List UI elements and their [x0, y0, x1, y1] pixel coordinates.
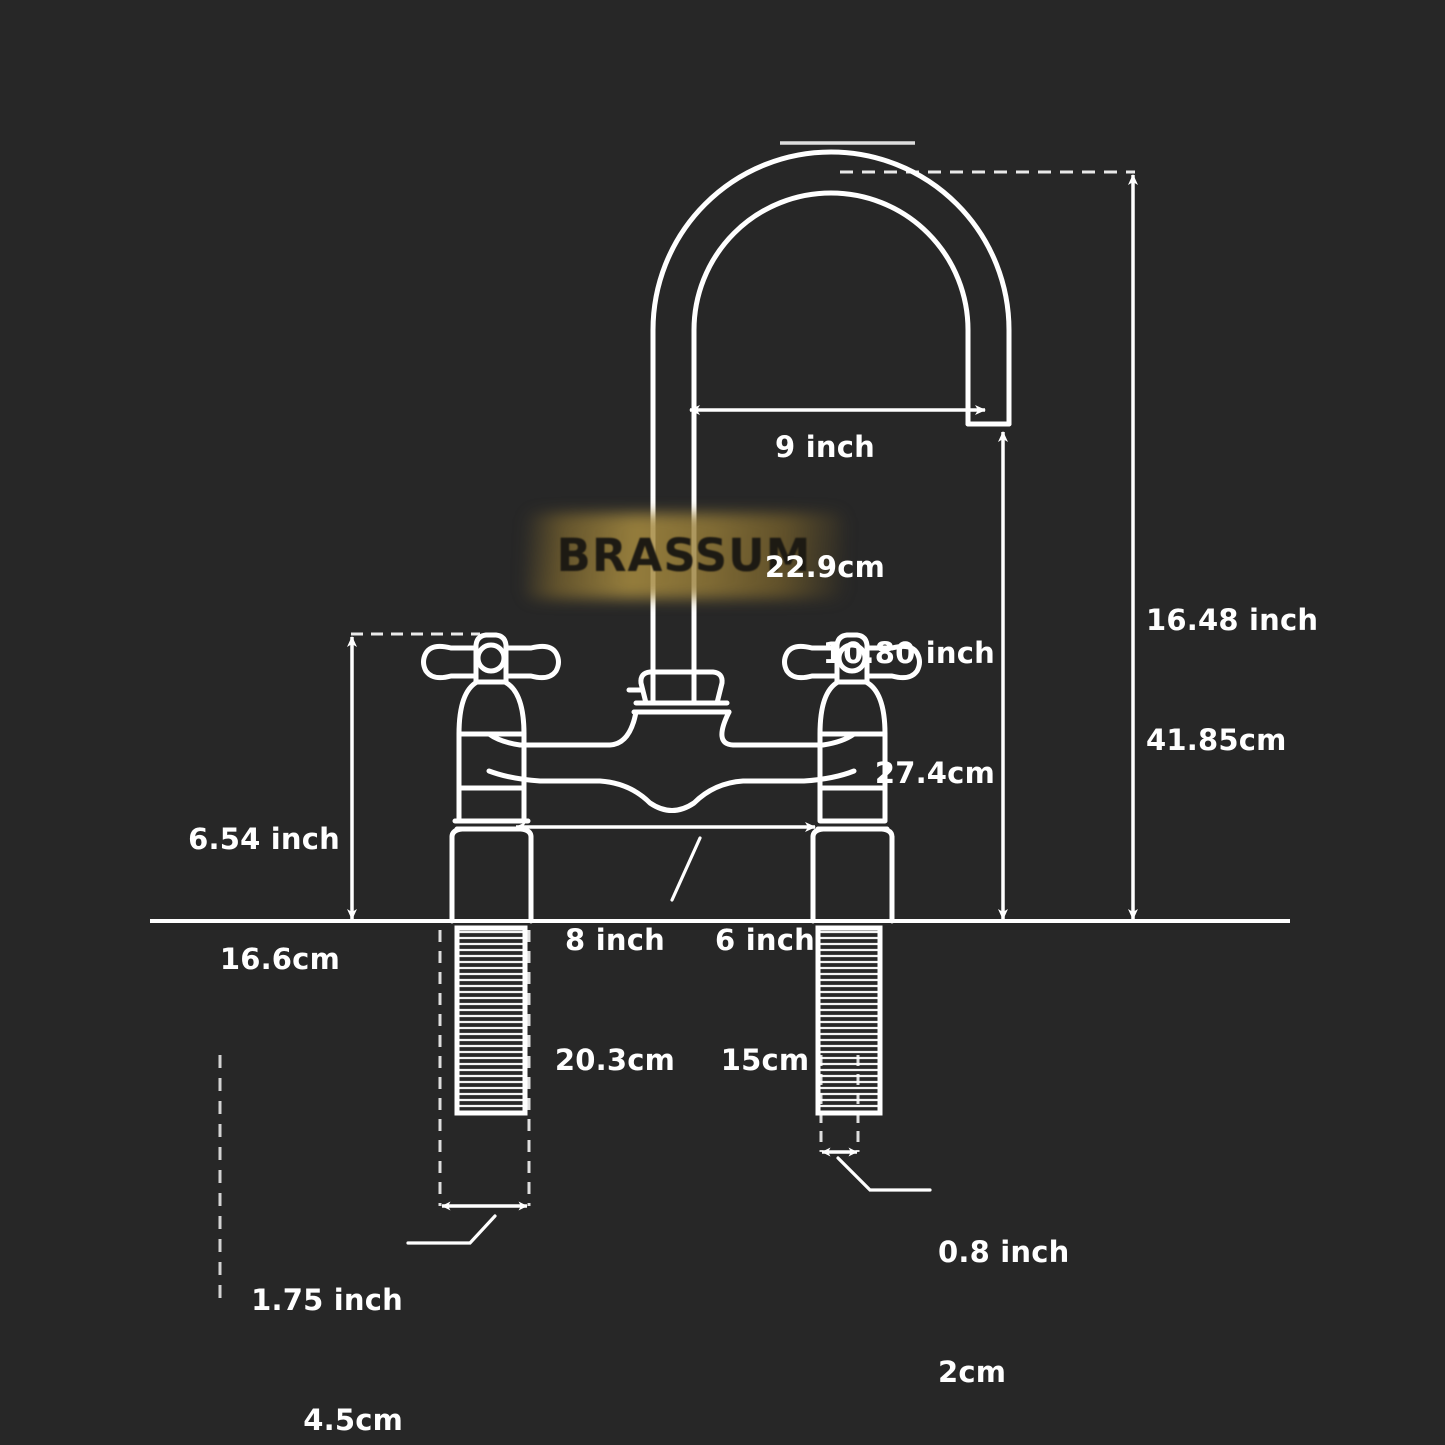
escutcheon-width-leader: [406, 1214, 497, 1245]
handle-height-cm: 16.6cm: [219, 942, 340, 977]
right-threaded-shank: [815, 925, 883, 1116]
handle-height-inch: 6.54 inch: [188, 822, 340, 857]
leader-lines: [406, 836, 932, 1245]
bridge-bar-bottom: [486, 768, 857, 813]
escutcheon-width-cm: 4.5cm: [303, 1403, 403, 1438]
handle-height-label: 6.54 inch 16.6cm: [140, 739, 340, 1059]
left-valve-assembly: [421, 632, 561, 924]
faucet-outline: [421, 149, 1012, 924]
bridge-spread-outer-inch: 8 inch: [565, 923, 665, 958]
spout-reach-cm: 22.9cm: [764, 550, 886, 585]
bridge-spread-outer-label: 8 inch 20.3cm: [530, 840, 700, 1160]
overall-height-inch: 16.48 inch: [1146, 603, 1319, 638]
overall-height-cm: 41.85cm: [1146, 723, 1287, 758]
shank-diameter-cm: 2cm: [938, 1355, 1007, 1390]
gooseneck-spout: [650, 149, 1012, 706]
left-cross-handle: [421, 632, 561, 681]
overall-height-label: 16.48 inch 41.85cm: [1146, 520, 1346, 840]
right-cross-handle: [782, 632, 922, 681]
bridge-spread-inner-inch: 6 inch: [715, 923, 815, 958]
bridge-spread-outer-cm: 20.3cm: [554, 1043, 676, 1078]
spout-outlet-height-inch: 10.80 inch: [822, 636, 995, 671]
left-threaded-shank: [454, 925, 528, 1116]
escutcheon-width-inch: 1.75 inch: [251, 1283, 403, 1318]
bridge-spread-inner-cm: 15cm: [720, 1043, 810, 1078]
escutcheon-width-label: 1.75 inch 4.5cm: [198, 1200, 403, 1445]
spout-reach-label: 9 inch 22.9cm: [735, 347, 915, 667]
extension-lines: [218, 141, 1135, 1300]
spout-outlet-height-label: 10.80 inch 27.4cm: [790, 553, 995, 873]
spout-outlet-height-cm: 27.4cm: [874, 756, 995, 791]
bridge-bar-top-right: [719, 709, 857, 748]
shank-diameter-label: 0.8 inch 2cm: [938, 1152, 1138, 1445]
shank-diameter-leader: [836, 1156, 932, 1192]
right-valve-assembly: [782, 632, 922, 924]
spout-base-collar: [626, 669, 732, 715]
bridge-bar-top: [486, 709, 639, 748]
bridge-spread-inner-label: 6 inch 15cm: [690, 840, 840, 1160]
label-divider-slash: [670, 836, 702, 902]
shank-diameter-inch: 0.8 inch: [938, 1235, 1070, 1270]
spout-reach-inch: 9 inch: [775, 430, 875, 465]
dimension-arrows: [347, 174, 1138, 1211]
